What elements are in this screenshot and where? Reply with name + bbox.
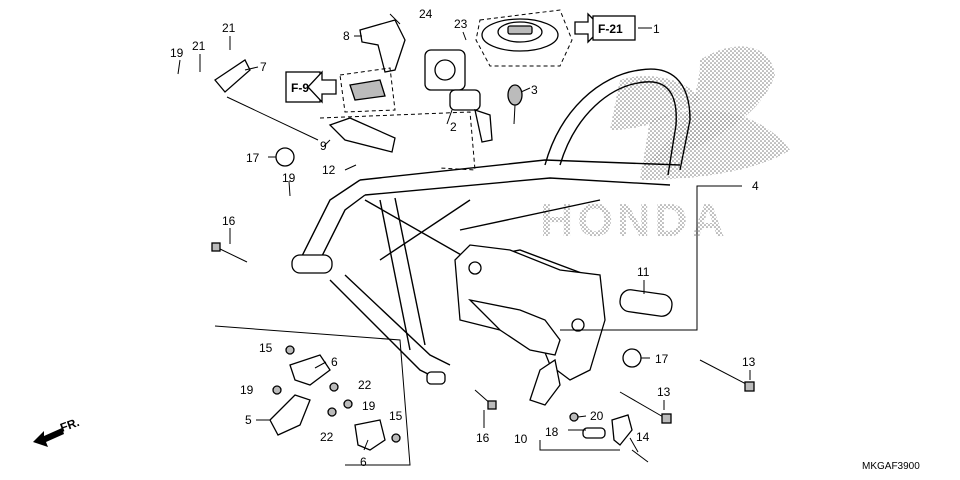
- callout-19b: 19: [282, 171, 296, 185]
- callout-18: 18: [545, 425, 559, 439]
- callout-2: 2: [450, 120, 457, 134]
- ref-f9-label: F-9: [291, 81, 309, 95]
- callout-1: 1: [653, 22, 660, 36]
- ref-f9-arrow[interactable]: F-9: [285, 70, 337, 104]
- callout-23: 23: [454, 17, 468, 31]
- callout-9: 9: [320, 139, 327, 153]
- callout-numbers: 1 2 3 4 5 6 6 7 8 9 10 11 12 13 13 14 15…: [170, 7, 759, 469]
- diagram-code: MKGAF3900: [862, 461, 920, 472]
- callout-6a: 6: [331, 355, 338, 369]
- callout-19a: 19: [170, 46, 184, 60]
- cover-9: [328, 117, 396, 153]
- ignition-switch: [424, 49, 493, 143]
- ref-f21-label: F-21: [598, 22, 623, 36]
- callout-3: 3: [531, 83, 538, 97]
- bracket-8: [359, 19, 406, 73]
- f9-cover: [339, 67, 396, 113]
- callout-4: 4: [752, 179, 759, 193]
- bracket-7: [214, 59, 251, 93]
- callout-16a: 16: [222, 214, 236, 228]
- callout-13b: 13: [657, 385, 671, 399]
- callout-21a: 21: [192, 39, 206, 53]
- callout-16b: 16: [476, 431, 490, 445]
- callout-13a: 13: [742, 355, 756, 369]
- callout-12: 12: [322, 163, 336, 177]
- callout-24: 24: [419, 7, 433, 21]
- front-arrow: FR.: [33, 415, 81, 447]
- ref-f21-arrow[interactable]: F-21: [574, 12, 636, 44]
- grommet-17-top: [275, 147, 295, 167]
- callout-17b: 17: [655, 352, 669, 366]
- front-indicator-label: FR.: [58, 415, 81, 435]
- callout-22b: 22: [320, 430, 334, 444]
- callout-7: 7: [260, 60, 267, 74]
- callout-11: 11: [637, 265, 650, 279]
- fuel-cap: [481, 18, 559, 52]
- leader-lines: [177, 13, 751, 453]
- cover-dash: [319, 111, 476, 171]
- grommet-17-right: [622, 348, 642, 368]
- front-arrow-icon: [33, 428, 64, 447]
- main-frame: [291, 68, 691, 406]
- key: [507, 84, 523, 125]
- bracket-10-line: [539, 440, 620, 451]
- honda-wing-watermark: [610, 46, 790, 180]
- fuel-cap-dash-box: [475, 9, 573, 67]
- callout-17a: 17: [246, 151, 260, 165]
- callout-19c: 19: [240, 383, 254, 397]
- footrest-bracket-assembly: [269, 345, 401, 451]
- bolt-16-left: [217, 247, 248, 263]
- bolt-13-lower: [619, 391, 666, 419]
- callout-14: 14: [636, 430, 650, 444]
- callout-20: 20: [590, 409, 604, 423]
- callout-21b: 21: [222, 21, 236, 35]
- watermark-text: HONDA: [540, 194, 729, 246]
- callout-19d: 19: [362, 399, 376, 413]
- sleeve-11: [619, 289, 673, 317]
- callout-6b: 6: [360, 455, 367, 469]
- callout-15a: 15: [259, 341, 273, 355]
- footrest-outline: [214, 325, 411, 466]
- callout-5: 5: [245, 413, 252, 427]
- callout-15b: 15: [389, 409, 403, 423]
- callout-10: 10: [514, 432, 528, 446]
- callout-8: 8: [343, 29, 350, 43]
- bolt-13-upper: [699, 359, 749, 386]
- callout-22a: 22: [358, 378, 372, 392]
- side-stand-assembly: [569, 412, 649, 463]
